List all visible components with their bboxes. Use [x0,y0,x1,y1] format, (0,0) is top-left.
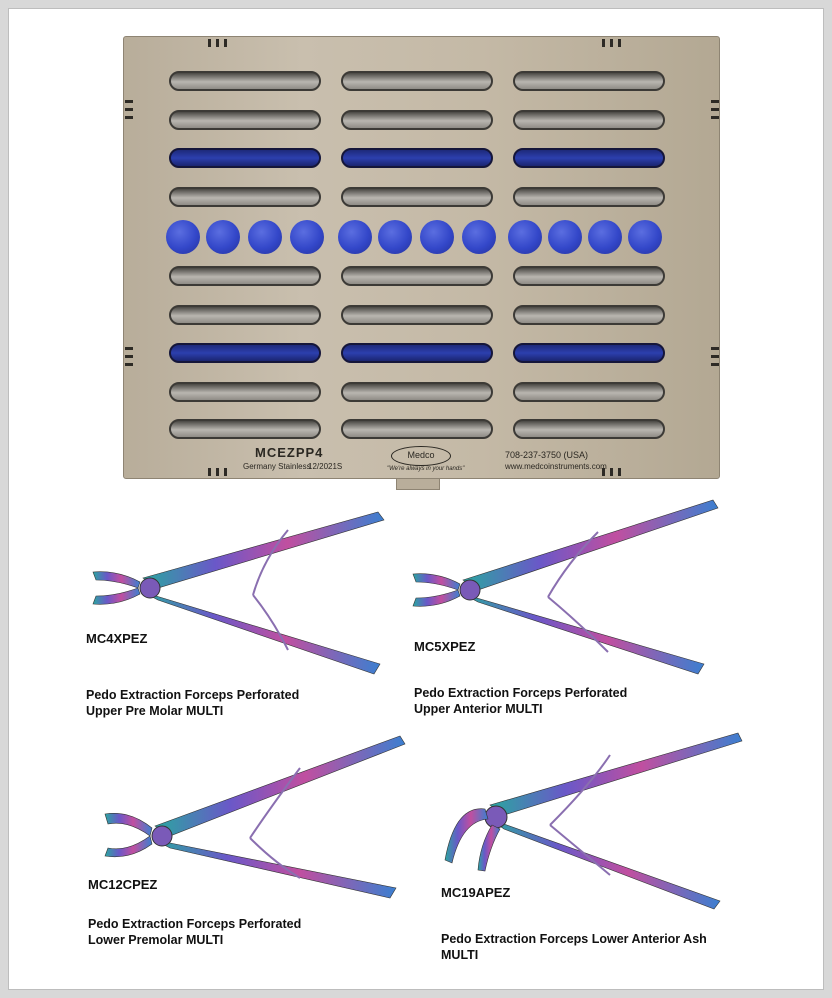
tray-slot [341,382,493,402]
tray-vent [216,468,219,476]
tray-vent [618,39,621,47]
tray-made-in: Germany Stainless [243,462,311,471]
tray-slot [169,343,321,363]
tray-vent [125,355,133,358]
silicone-bead [588,220,622,254]
tray-slot [341,343,493,363]
tray-slot [513,419,665,439]
tray-slot [169,110,321,130]
tray-vent [602,39,605,47]
product-code-mc19apez: MC19APEZ [441,885,511,900]
tray-slot [513,187,665,207]
tray-vent [125,108,133,111]
forceps-mc19apez-image [444,732,743,910]
silicone-bead [206,220,240,254]
product-code-mc5xpez: MC5XPEZ [414,639,476,654]
tray-vent [125,347,133,350]
tray-vent [711,363,719,366]
tray-slot [513,148,665,168]
product-code-mc12cpez: MC12CPEZ [88,877,158,892]
tray-vent [125,363,133,366]
tray-slot [169,305,321,325]
tray-vent [602,468,605,476]
silicone-bead [290,220,324,254]
tray-vent [610,468,613,476]
product-desc-mc19apez-1: Pedo Extraction Forceps Lower Anterior A… [441,932,707,946]
tray-slot [169,148,321,168]
silicone-bead [462,220,496,254]
silicone-bead [628,220,662,254]
product-desc-mc5xpez-2: Upper Anterior MULTI [414,702,543,716]
tray-slot [341,71,493,91]
product-desc-mc4xpez-1: Pedo Extraction Forceps Perforated [86,688,300,702]
tray-slot [169,266,321,286]
forceps-mc4xpez-image [92,511,385,675]
tray-slot [341,187,493,207]
medco-logo: Medco [391,446,451,466]
tray-vent [208,39,211,47]
product-desc-mc5xpez-1: Pedo Extraction Forceps Perforated [414,686,628,700]
tray-vent [610,39,613,47]
tray-vent [711,108,719,111]
tray-vent [711,347,719,350]
tray-vent [125,116,133,119]
silicone-bead [248,220,282,254]
tray-slot [169,382,321,402]
silicone-bead [508,220,542,254]
tray-slot [169,187,321,207]
silicone-bead [378,220,412,254]
tray-slot [341,110,493,130]
tray-vent [216,39,219,47]
tray-slot [513,110,665,130]
tray-vent [224,468,227,476]
instrument-tray [123,36,720,479]
tray-slot [513,343,665,363]
tray-vent [711,116,719,119]
tray-vent [711,355,719,358]
product-desc-mc4xpez-2: Upper Pre Molar MULTI [86,704,224,718]
tray-tab [396,479,440,490]
tray-slot [169,419,321,439]
tray-date-code: 12/2021S [308,462,343,471]
tray-slot [513,71,665,91]
tray-vent [208,468,211,476]
tray-vent [618,468,621,476]
tray-vent [125,100,133,103]
tray-slot [341,266,493,286]
tray-vent [711,100,719,103]
product-desc-mc12cpez-1: Pedo Extraction Forceps Perforated [88,917,302,931]
silicone-bead [166,220,200,254]
tray-phone: 708-237-3750 (USA) [505,450,589,460]
silicone-bead [338,220,372,254]
tray-slot [513,266,665,286]
tray-website: www.medcoinstruments.com [505,462,607,471]
tray-slot [513,382,665,402]
forceps-mc12cpez-image [104,735,406,899]
tray-slot [341,148,493,168]
silicone-bead [420,220,454,254]
forceps-mc5xpez-image [412,499,719,675]
tray-slot [513,305,665,325]
tray-model: MCEZPP4 [255,445,324,460]
product-desc-mc12cpez-2: Lower Premolar MULTI [88,933,224,947]
tray-slot [341,305,493,325]
product-code-mc4xpez: MC4XPEZ [86,631,148,646]
tray-vent [224,39,227,47]
tray-slot [341,419,493,439]
tray-slot [169,71,321,91]
tray-tagline: "We're always in your hands" [387,466,465,472]
silicone-bead [548,220,582,254]
product-desc-mc19apez-2: MULTI [441,948,479,962]
